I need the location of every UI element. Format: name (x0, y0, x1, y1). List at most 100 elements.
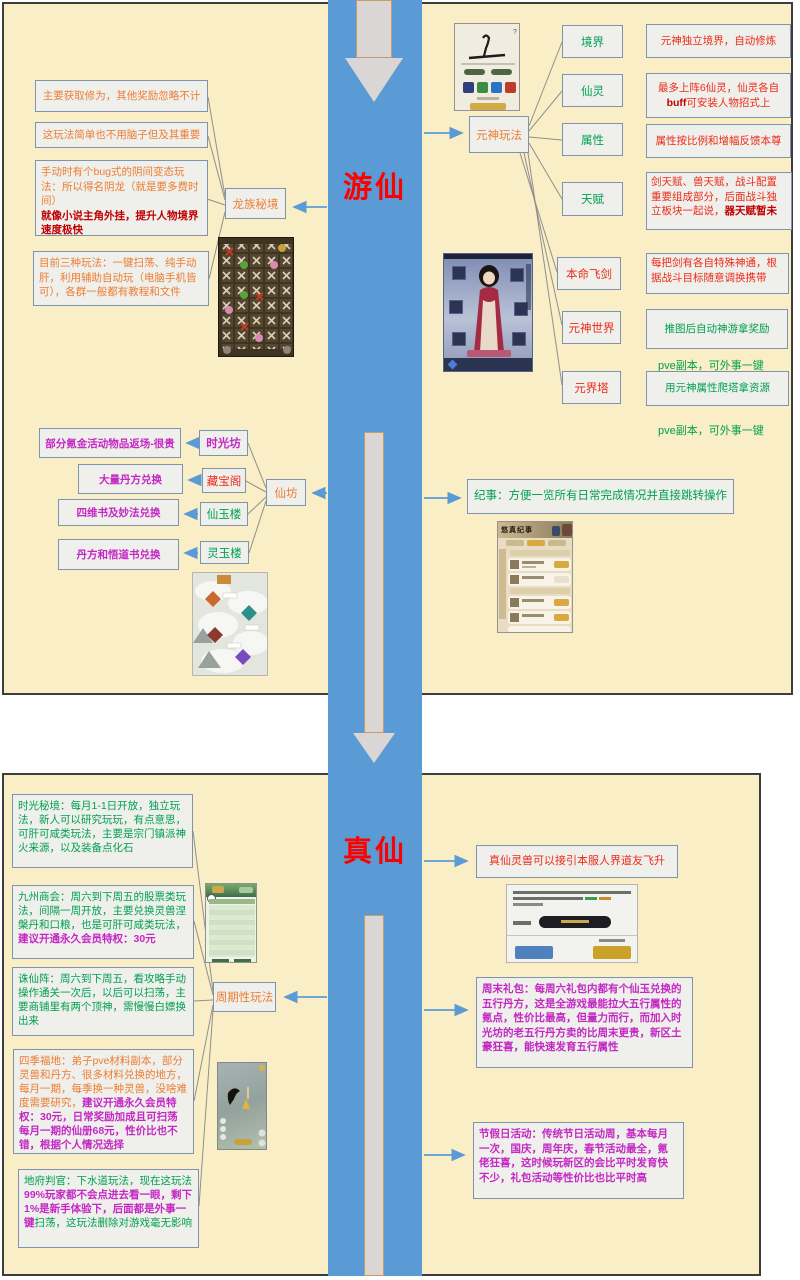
node-label: 元神玩法 (476, 129, 522, 142)
node-label: 周期性玩法 (215, 992, 274, 1004)
note-box: 这玩法简单也不用脑子但及其重要 (35, 122, 208, 148)
node-lingyulou: 灵玉楼 (200, 541, 249, 564)
screenshot-chronicle: 悠真纪事 (497, 521, 573, 633)
node-label: 属性 (581, 134, 604, 147)
portrait-tile (452, 332, 466, 346)
node-dragon-realm: 龙族秘境 (225, 188, 286, 219)
note-text: 诛仙阵：周六到下周五，看攻略手动操作通关一次后，以后可以扫荡，主要商铺里有两个顶… (18, 973, 186, 1027)
screenshot-avatar (443, 253, 533, 372)
node-shiguangfang: 时光坊 (199, 430, 248, 456)
lingshou-text: 真仙灵兽可以接引本服人界道友飞升 (489, 855, 665, 868)
node-periodic: 周期性玩法 (213, 982, 276, 1012)
exchange-text: 大量丹方兑换 (99, 473, 162, 486)
section-title-youxian: 游仙 (342, 172, 407, 204)
exchange-box: 四维书及妙法兑换 (58, 499, 179, 526)
exchange-box: 丹方和悟道书兑换 (58, 539, 179, 570)
node-label: 元神世界 (568, 322, 615, 335)
portrait-tile (510, 268, 524, 282)
desc-box: 元神独立境界，自动修炼 (646, 24, 791, 58)
desc-box: 剑天赋、兽天赋，战斗配置重要组成部分，后面战斗独立板块一起说，器天赋暂未 (646, 172, 792, 230)
desc-text: 用元神属性爬塔拿资源 (665, 382, 770, 395)
node-jingjie: 境界 (562, 25, 623, 58)
section-title-zhenxian: 真仙 (342, 836, 407, 868)
weekend-box: 周末礼包：每周六礼包内都有个仙玉兑换的五行丹方，这是全游戏最能拉大五行属性的氪点… (476, 977, 693, 1068)
screenshot-friend-dialog (506, 884, 638, 963)
node-label: 仙坊 (274, 487, 298, 500)
node-label: 仙灵 (581, 85, 604, 98)
down-arrow-icon (364, 915, 384, 1276)
node-cangbaoge: 藏宝阁 (202, 468, 246, 493)
down-arrow-head-icon (353, 733, 395, 763)
node-xianfang: 仙坊 (266, 479, 306, 506)
jishi-text: 纪事：方便一览所有日常完成情况并直接跳转操作 (474, 490, 727, 503)
note-text: 手动时有个bug式的阴间变态玩法：所以得名阴龙（就是要多费时间） 就像小说主角外… (41, 166, 199, 236)
portrait-tile (512, 332, 526, 346)
exchange-box: 部分氪金活动物品返场-很贵 (39, 428, 181, 458)
note-text: 九州商会：周六到下周五的股票类玩法，间隔一周开放，主要兑换灵兽涅槃丹和口粮，也是… (18, 891, 186, 945)
screenshot-market-table (205, 883, 257, 963)
node-tianfu: 天赋 (562, 182, 623, 216)
desc-box: 最多上阵6仙灵，仙灵各自buff可安装人物招式上 (646, 73, 791, 118)
node-label: 龙族秘境 (232, 198, 279, 211)
confirm-button (593, 946, 631, 959)
note-text: 四季福地：弟子pve材料副本，部分灵兽和丹方、很多材料兑换的地方，每月一期，每季… (19, 1055, 187, 1151)
screenshot-dragon-maze (218, 237, 294, 357)
lingshou-box: 真仙灵兽可以接引本服人界道友飞升 (476, 845, 678, 878)
desc-text: 推图后自动神游拿奖励 (664, 322, 770, 335)
note-text: 这玩法简单也不用脑子但及其重要 (42, 128, 201, 141)
portrait-tile (449, 300, 463, 314)
desc-box: 推图后自动神游拿奖励 (646, 309, 788, 349)
desc-text: 属性按比例和增幅反馈本尊 (655, 134, 782, 147)
node-label: 元界塔 (574, 382, 609, 395)
node-xianling: 仙灵 (562, 74, 623, 107)
node-label: 灵玉楼 (207, 547, 242, 560)
node-label: 仙玉楼 (206, 509, 242, 521)
screenshot-foggy-realm (217, 1062, 267, 1150)
desc-text: 剑天赋、兽天赋，战斗配置重要组成部分，后面战斗独立板块一起说，器天赋暂未 (651, 176, 777, 217)
note-box: 时光秘境：每月1-1日开放，独立玩法，新人可以研究玩玩，有点意思，可肝可咸类玩法… (12, 794, 193, 868)
down-arrow-icon (356, 0, 392, 58)
node-yuanjieta: 元界塔 (562, 371, 621, 404)
note-box: 九州商会：周六到下周五的股票类玩法，间隔一周开放，主要兑换灵兽涅槃丹和口粮，也是… (12, 885, 194, 959)
node-label: 本命飞剑 (566, 268, 612, 281)
note-box: 手动时有个bug式的阴间变态玩法：所以得名阴龙（就是要多费时间） 就像小说主角外… (35, 160, 208, 236)
node-label: 天赋 (581, 194, 604, 206)
holiday-text: 节假日活动：传统节日活动周，基本每月一次，国庆，周年庆，春节活动最全，氪佬狂喜，… (479, 1128, 668, 1184)
note-box: 主要获取修为，其他奖励忽略不计 (35, 80, 208, 112)
node-label: 时光坊 (206, 438, 241, 450)
exchange-text: 丹方和悟道书兑换 (76, 549, 161, 561)
cancel-button (515, 946, 553, 959)
node-benming-feijian: 本命飞剑 (557, 257, 621, 290)
node-label: 境界 (581, 36, 604, 49)
down-arrow-icon (364, 432, 384, 733)
portrait-tile (452, 266, 466, 280)
node-label: 藏宝阁 (206, 475, 242, 488)
screenshot-cloud-map (192, 572, 268, 676)
help-icon: ? (513, 29, 517, 36)
node-yuanshen-shijie: 元神世界 (562, 311, 621, 344)
desc-text: 每把剑有各自特殊神通，根据战斗目标随意调换携带 (651, 257, 777, 284)
note-text: 地府判官：下水道玩法，现在这玩法99%玩家都不会点进去看一眼，剩下1%是新手体验… (24, 1175, 193, 1229)
holiday-box: 节假日活动：传统节日活动周，基本每月一次，国庆，周年庆，春节活动最全，氪佬狂喜，… (473, 1122, 684, 1199)
pve-note: pve副本，可外事一键 (658, 360, 764, 372)
down-arrow-head-icon (345, 58, 403, 102)
chronicle-title: 悠真纪事 (501, 527, 533, 534)
node-xianyulou: 仙玉楼 (200, 502, 248, 526)
note-text: 主要获取修为，其他奖励忽略不计 (42, 89, 201, 102)
note-box: 目前三种玩法：一键扫荡、纯手动肝，利用辅助自动玩（电脑手机皆可），各群一般都有教… (33, 251, 209, 306)
exchange-box: 大量丹方兑换 (78, 464, 183, 494)
note-box: 诛仙阵：周六到下周五，看攻略手动操作通关一次后，以后可以扫荡，主要商铺里有两个顶… (12, 967, 194, 1036)
desc-text: 最多上阵6仙灵，仙灵各自buff可安装人物招式上 (657, 82, 780, 109)
node-shuxing: 属性 (562, 123, 623, 156)
exchange-text: 部分氪金活动物品返场-很贵 (45, 437, 175, 450)
desc-box: 用元神属性爬塔拿资源 (646, 371, 789, 406)
note-box: 地府判官：下水道玩法，现在这玩法99%玩家都不会点进去看一眼，剩下1%是新手体验… (18, 1169, 199, 1248)
jishi-box: 纪事：方便一览所有日常完成情况并直接跳转操作 (467, 479, 734, 514)
exchange-text: 四维书及妙法兑换 (76, 507, 161, 519)
weekend-text: 周末礼包：每周六礼包内都有个仙玉兑换的五行丹方，这是全游戏最能拉大五行属性的氪点… (482, 983, 682, 1053)
desc-text: 元神独立境界，自动修炼 (660, 34, 777, 47)
desc-box: 属性按比例和增幅反馈本尊 (646, 124, 791, 158)
desc-box: 每把剑有各自特殊神通，根据战斗目标随意调换携带 (646, 253, 789, 294)
